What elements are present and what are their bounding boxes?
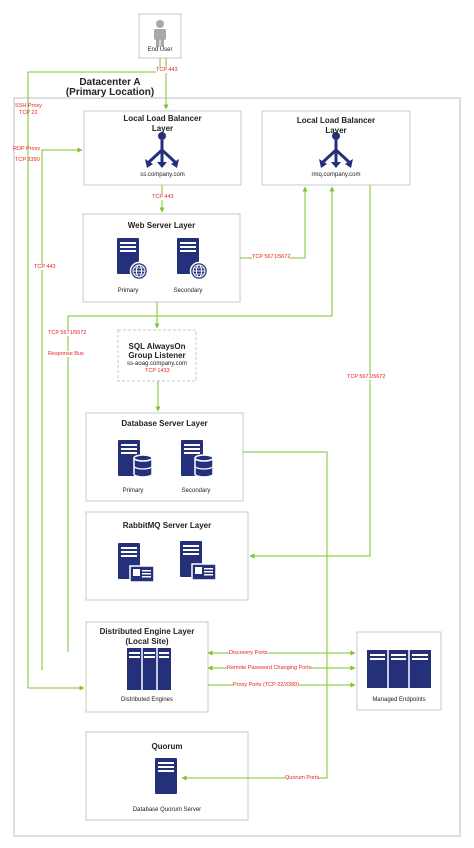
rmq-lb-to-rmq-line [249, 185, 371, 559]
port-label-tcp1433: TCP 1433 [145, 368, 170, 374]
datacenter-frame [13, 97, 461, 837]
lb-right-title-2: Layer [325, 126, 347, 135]
rmq-layer-title: RabbitMQ Server Layer [122, 521, 212, 530]
rdp-line [41, 147, 83, 670]
end-user-label: End User [147, 47, 173, 53]
port-label-tcp3390: TCP 3390 [15, 157, 40, 163]
endpoints-caption: Managed Endpoints [372, 697, 426, 703]
web-secondary-label: Secondary [173, 288, 203, 294]
web-to-rmq-lb-line [240, 186, 308, 259]
engine-caption: Distributed Engines [120, 697, 174, 703]
datacenter-title: Datacenter A [79, 77, 141, 88]
port-label-tcp443-left: TCP 443 [34, 264, 56, 270]
db-secondary-label: Secondary [181, 488, 211, 494]
database-icon [133, 454, 153, 478]
port-label-ssh-proxy: SSH Proxy [15, 103, 42, 109]
lb-left-host: ss.company.com [140, 172, 185, 178]
port-label-rdp-proxy: RDP Proxy [13, 146, 41, 152]
port-label-tcp5671-left: TCP 5671/5672 [48, 330, 87, 336]
port-label-discovery: Discovery Ports [229, 650, 268, 656]
db-primary-label: Primary [122, 488, 144, 494]
quorum-title: Quorum [151, 742, 183, 751]
lb-left-title: Local Load Balancer [123, 114, 202, 123]
port-label-tcp443-lb: TCP 443 [152, 194, 174, 200]
engine-layer-title: Distributed Engine Layer [99, 627, 195, 636]
managed-endpoints-icon [367, 650, 431, 688]
sql-host: ss-aoag.company.com [127, 361, 187, 367]
globe-icon [129, 261, 149, 281]
port-label-response-bus: Response Bus [48, 351, 84, 357]
port-label-tcp443-top: TCP 443 [156, 67, 178, 73]
quorum-caption: Database Quorum Server [132, 807, 202, 813]
rmq-layer-box[interactable] [85, 511, 249, 601]
db-layer-title: Database Server Layer [121, 419, 208, 428]
web-layer-box[interactable] [82, 213, 241, 303]
sql-title-2: Group Listener [128, 351, 186, 360]
sql-title: SQL AlwaysOn [128, 342, 186, 351]
port-label-proxy-ports: Proxy Ports (TCP 22/3389) [233, 682, 299, 688]
port-label-quorum-ports: Quorum Ports [285, 775, 320, 781]
queue-card-icon [191, 563, 217, 581]
lb-right-title: Local Load Balancer [296, 116, 376, 125]
db-layer-box[interactable] [85, 412, 244, 502]
engine-layer-title-2: (Local Site) [125, 637, 169, 646]
lb-right-host: rmq.company.com [311, 172, 361, 178]
engine-to-rmq-lb-line [67, 186, 335, 652]
db-to-quorum-line [181, 451, 328, 781]
port-label-tcp22: TCP 22 [19, 110, 38, 116]
port-label-remote-pw: Remote Password Changing Ports [227, 665, 312, 671]
datacenter-subtitle: (Primary Location) [65, 87, 155, 98]
sql-listener-box[interactable] [117, 329, 197, 382]
web-layer-title: Web Server Layer [127, 221, 196, 230]
database-icon [194, 454, 214, 478]
quorum-server-icon [155, 758, 177, 794]
port-label-tcp5671-web: TCP 5671/5672 [252, 254, 291, 260]
user-icon [154, 20, 166, 47]
port-label-tcp5671-right: TCP 5671/5672 [347, 374, 386, 380]
distributed-engines-icon [127, 648, 171, 690]
queue-card-icon [129, 565, 155, 583]
web-primary-label: Primary [117, 288, 139, 294]
globe-icon [189, 261, 209, 281]
lb-left-title-2: Layer [151, 124, 174, 133]
